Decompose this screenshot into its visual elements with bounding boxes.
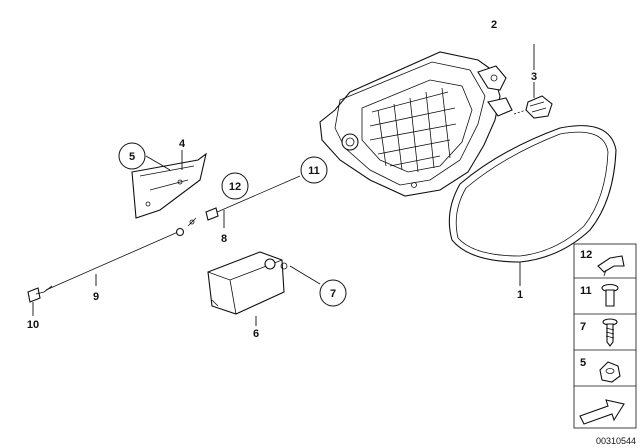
rubber-plug [513,95,553,119]
diagram-code: 00310544 [596,436,636,446]
callout-8: 8 [221,233,227,245]
actuator-unit [207,251,288,315]
callout-9: 9 [93,291,99,303]
legend-label-11: 11 [580,285,592,297]
nut-icon [599,361,621,383]
bowden-cable [187,175,301,227]
expansion-rivet-icon [601,283,619,307]
callout-6: 6 [253,328,259,340]
fuel-filler-flap [448,125,617,263]
callout-4: 4 [179,138,186,150]
callout-3: 3 [531,71,537,83]
legend-label-7: 7 [580,321,586,333]
callout-10: 10 [27,319,39,331]
callout-5: 5 [129,151,135,163]
callout-1: 1 [517,289,523,301]
callout-11: 11 [308,165,320,177]
fastener-legend: 12 11 7 5 [573,243,637,429]
arrow-icon [579,399,625,425]
callout-7-circle: 7 [319,279,347,307]
legend-label-5: 5 [580,357,586,369]
callout-5-circle: 5 [118,142,146,170]
actuator-rod [43,227,185,293]
legend-label-12: 12 [580,249,592,261]
cable-clip [27,287,45,303]
callout-12: 12 [229,181,241,193]
callout-11-circle: 11 [300,156,328,184]
clip-icon [597,255,625,277]
callout-7: 7 [330,288,336,300]
callout-12-circle: 12 [221,172,249,200]
bracket [131,152,207,219]
callout-2: 2 [491,19,497,31]
filler-housing [319,51,513,197]
screw-icon [602,318,618,347]
